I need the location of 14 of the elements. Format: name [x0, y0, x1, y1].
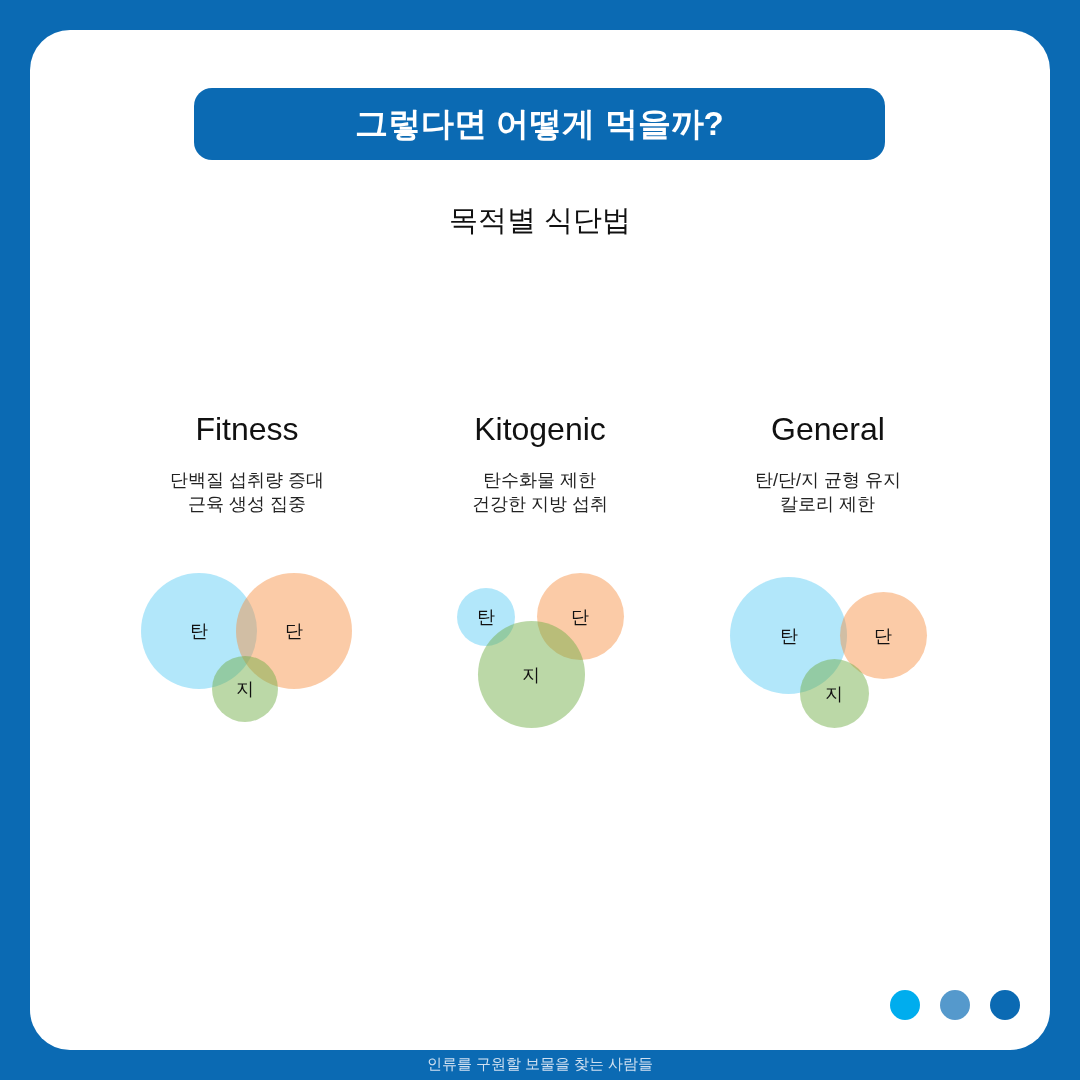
- venn-circle: 지: [799, 659, 869, 728]
- column-description: 탄/단/지 균형 유지 칼로리 제한: [754, 469, 902, 516]
- venn-circle: 단: [839, 592, 927, 679]
- venn-circle: 단: [536, 573, 624, 660]
- title-banner: 그렇다면 어떻게 먹을까?: [194, 88, 885, 160]
- column-heading: Kitogenic: [474, 409, 606, 449]
- column-description: 탄수화물 제한 건강한 지방 섭취: [471, 469, 609, 516]
- column-heading: Fitness: [195, 409, 299, 449]
- venn-circle: 탄: [456, 587, 515, 646]
- footer-text: 인류를 구원할 보물을 찾는 사람들: [426, 1055, 654, 1073]
- subtitle: 목적별 식단법: [448, 202, 632, 238]
- column-heading: General: [771, 409, 885, 449]
- column-description: 단백질 섭취량 증대 근육 생성 집중: [169, 469, 325, 516]
- venn-circle: 지: [212, 656, 278, 722]
